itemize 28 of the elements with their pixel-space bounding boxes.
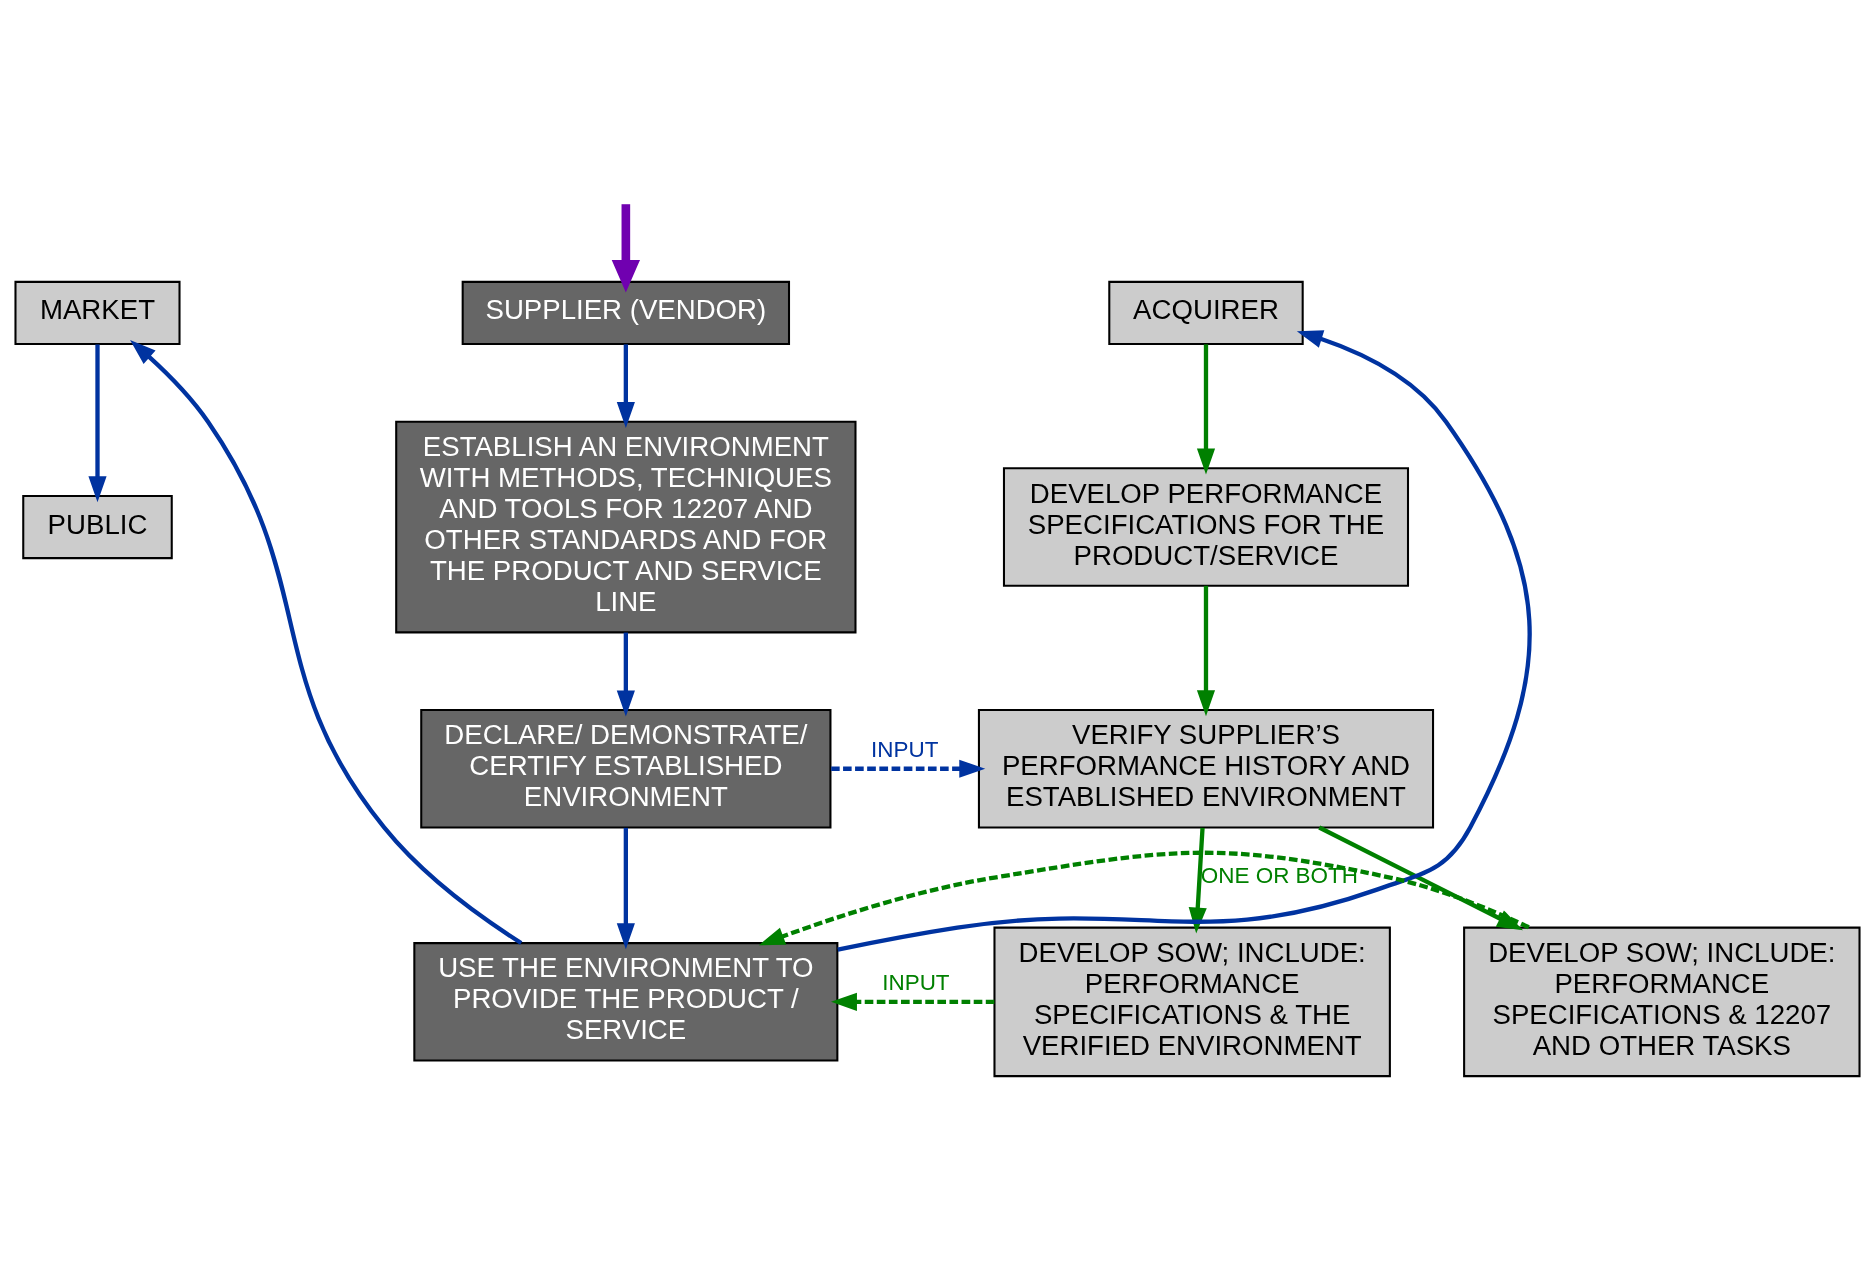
arrow (1318, 825, 1524, 930)
arrow (1196, 343, 1216, 474)
node-box: DEVELOP SOW; INCLUDE: PERFORMANCE SPECIFICATIONS & THE VERIFIED ENVIRONMENT (993, 926, 1391, 1077)
node-box: MARKET (14, 280, 181, 345)
node-box: SUPPLIER (VENDOR) (461, 280, 791, 345)
node-box: DECLARE/ DEMONSTRATE/ CERTIFY ESTABLISHED ENVIRONMENT (420, 708, 832, 828)
node-box: USE THE ENVIRONMENT TO PROVIDE THE PRODUCT / SERVICE (413, 941, 839, 1062)
arrow (616, 343, 635, 428)
arrow (616, 632, 635, 717)
node-box: ACQUIRER (1108, 280, 1304, 345)
node-box: DEVELOP PERFORMANCE SPECIFICATIONS FOR THE PRODUCT/SERVICE (1002, 466, 1410, 587)
arrow (616, 827, 635, 949)
arrow (1188, 827, 1207, 934)
arrow (611, 203, 640, 292)
edge-label: INPUT (871, 736, 939, 762)
edge-label: ONE OR BOTH (1200, 862, 1358, 888)
node-box: VERIFY SUPPLIER’S PERFORMANCE HISTORY AND ESTABLISHED ENVIRONMENT (977, 708, 1435, 828)
arrow (130, 339, 523, 945)
arrow (88, 343, 107, 502)
arrow (831, 992, 995, 1011)
edge-label: INPUT (882, 969, 950, 995)
node-box: DEVELOP SOW; INCLUDE: PERFORMANCE SPECIFICATIONS & 12207 AND OTHER TASKS (1463, 926, 1861, 1077)
arrow (1196, 585, 1216, 716)
arrow (837, 329, 1532, 952)
node-box: ESTABLISH AN ENVIRONMENT WITH METHODS, TECHNIQUES AND TOOLS FOR 12207 AND OTHER STANDARDS AND FOR THE PRODUCT AND SERVICE LINE (395, 420, 857, 633)
arrow (758, 850, 1530, 945)
arrow (831, 759, 986, 778)
node-box: PUBLIC (22, 494, 173, 559)
